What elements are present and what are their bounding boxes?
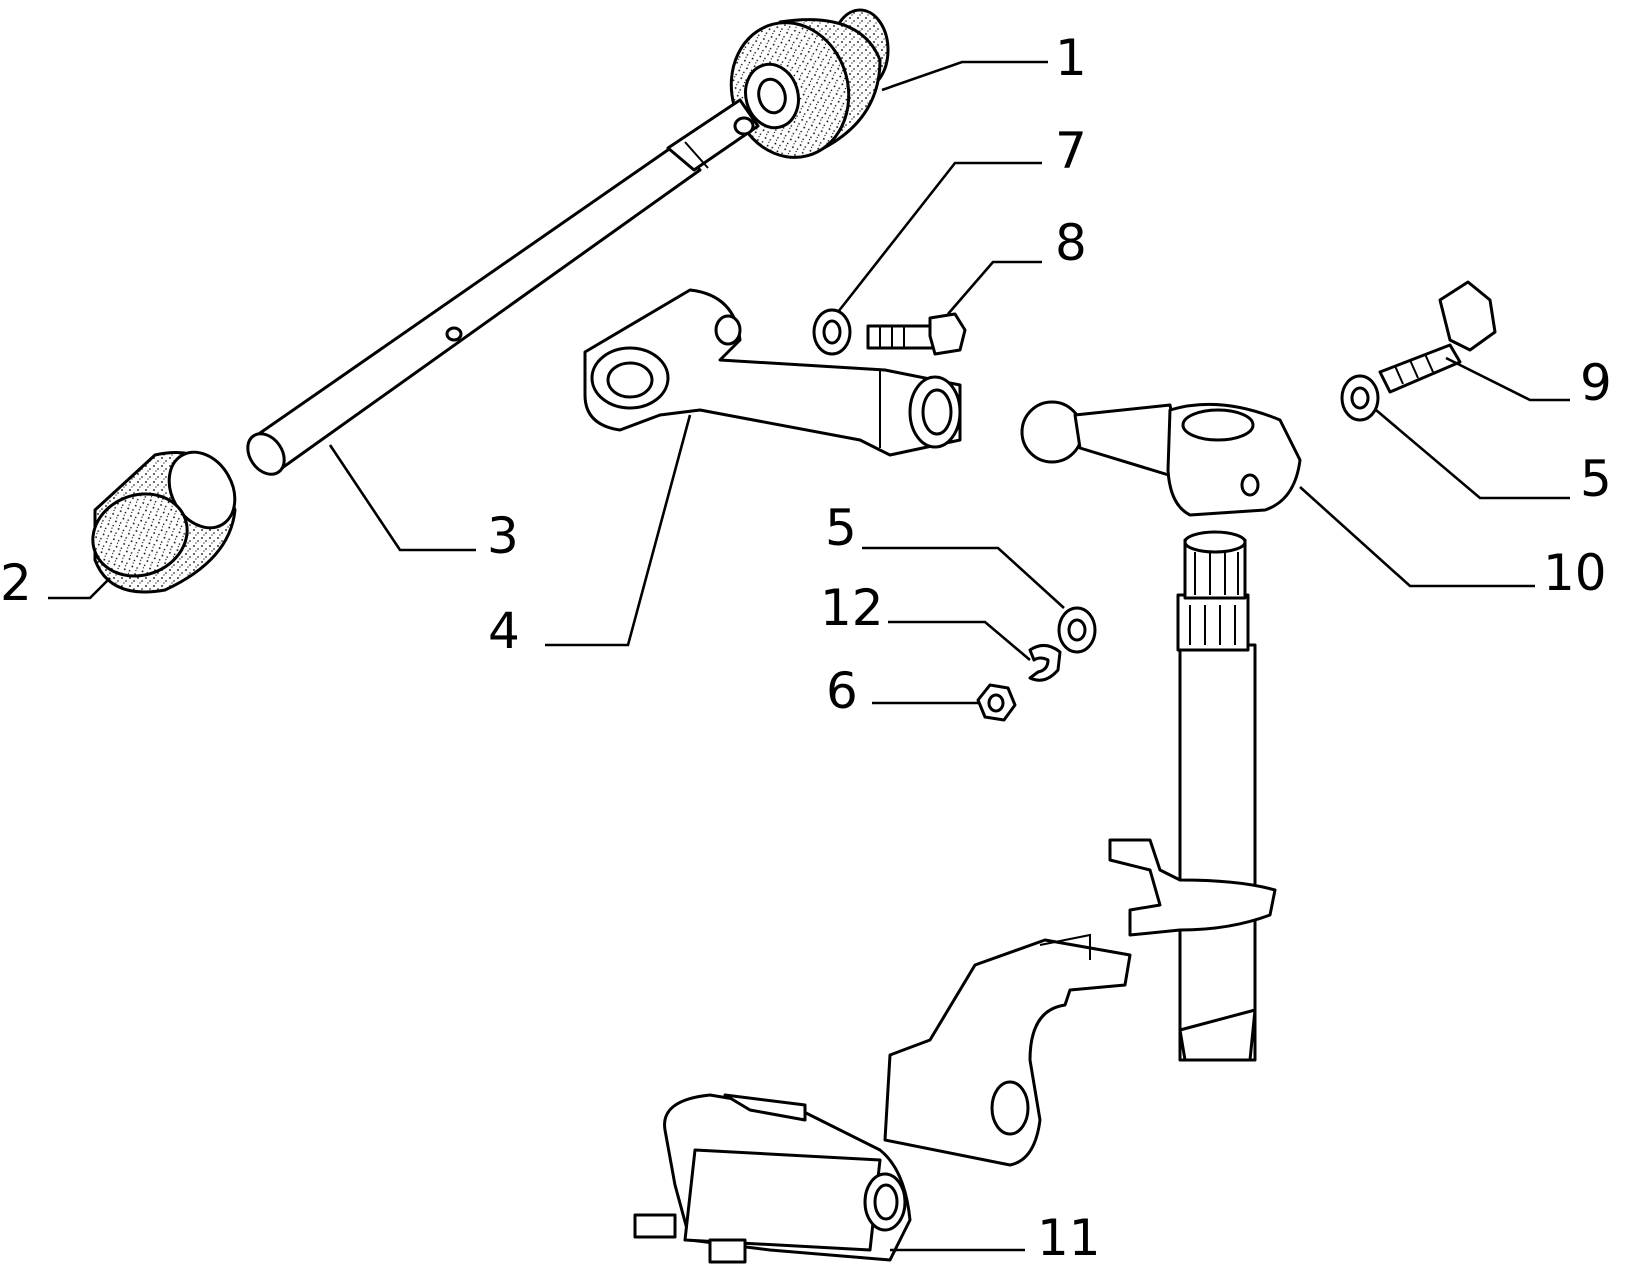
part-9-bolt xyxy=(1378,280,1497,394)
callout-7: 7 xyxy=(1055,122,1087,180)
callout-12: 12 xyxy=(820,579,884,637)
part-11-interlock-block xyxy=(633,1093,912,1264)
part-7-washer xyxy=(812,308,852,356)
part-1-rubber-bushing xyxy=(729,8,890,159)
leader-1 xyxy=(881,60,1048,92)
callout-labels: 1 2 3 4 5 5 6 7 8 9 10 11 12 xyxy=(0,29,1612,1267)
leader-8 xyxy=(947,260,1042,315)
callout-4: 4 xyxy=(488,602,520,660)
leader-3 xyxy=(328,444,476,552)
callout-5b: 5 xyxy=(825,499,857,557)
part-10-selector-lever xyxy=(1020,400,1302,517)
callout-11: 11 xyxy=(1037,1209,1101,1267)
part-6-nut xyxy=(976,683,1017,722)
selector-shaft xyxy=(1108,530,1277,1062)
callout-1: 1 xyxy=(1055,29,1087,87)
part-5-washer-right xyxy=(1340,374,1380,422)
leader-4 xyxy=(545,414,692,647)
leader-2 xyxy=(48,577,111,600)
part-12-clip xyxy=(1028,644,1062,682)
part-5-washer-middle xyxy=(1057,606,1097,654)
part-4-lever xyxy=(583,288,962,457)
leader-9 xyxy=(1445,356,1570,402)
callout-8: 8 xyxy=(1055,214,1087,272)
shift-fork xyxy=(883,933,1132,1167)
callout-6: 6 xyxy=(826,662,858,720)
callout-5a: 5 xyxy=(1580,450,1612,508)
part-8-bolt xyxy=(866,312,967,356)
part-3-shift-rod xyxy=(246,98,760,476)
callout-9: 9 xyxy=(1580,354,1612,412)
leader-5a xyxy=(1375,409,1570,500)
callout-3: 3 xyxy=(487,507,519,565)
callout-10: 10 xyxy=(1543,544,1607,602)
part-2-rubber-cap xyxy=(91,450,237,594)
leader-10 xyxy=(1299,486,1535,588)
leader-12 xyxy=(888,620,1031,661)
leader-lines xyxy=(48,60,1570,1252)
callout-2: 2 xyxy=(0,554,32,612)
leader-5b xyxy=(862,546,1065,609)
leader-7 xyxy=(836,161,1042,313)
